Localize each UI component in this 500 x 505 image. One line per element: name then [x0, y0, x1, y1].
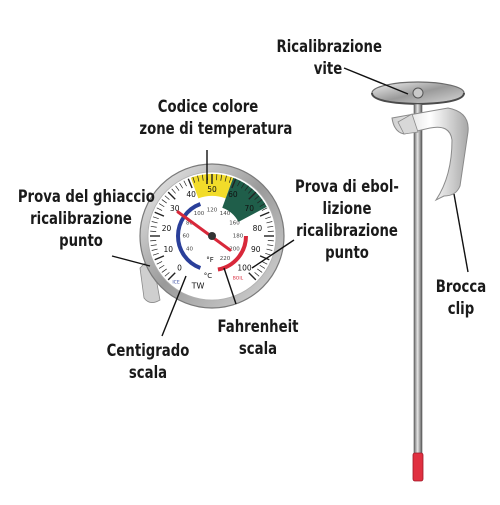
label-ice-test: Prova del ghiaccio ricalibrazione punto: [18, 186, 144, 252]
label-line: Codice colore: [139, 96, 276, 118]
celsius-tick-label: 70: [244, 204, 254, 213]
fahrenheit-tick-label: 40: [186, 247, 193, 253]
label-line: Ricalibrazione: [277, 36, 380, 58]
label-line: Fahrenheit: [210, 316, 307, 338]
probe-tip: [413, 453, 423, 481]
label-pot-clip: Brocca clip: [431, 276, 492, 320]
celsius-tick-label: 80: [253, 224, 263, 233]
label-line: zone di temperatura: [139, 118, 276, 140]
fahrenheit-tick-label: 120: [207, 208, 218, 214]
label-line: vite: [277, 58, 380, 80]
celsius-tick-label: 90: [251, 245, 261, 254]
label-line: punto: [289, 242, 406, 264]
fahrenheit-tick-label: 180: [233, 234, 244, 240]
probe-stem: [414, 104, 422, 456]
label-color-code-zones: Codice colore zone di temperatura: [139, 96, 276, 140]
label-line: lizione: [289, 198, 406, 220]
celsius-tick-label: 60: [228, 190, 238, 199]
unit-fahrenheit: °F: [206, 256, 214, 264]
label-fahrenheit-scale: Fahrenheit scala: [210, 316, 307, 360]
celsius-tick-label: 50: [207, 185, 217, 194]
leader-clip: [454, 194, 468, 272]
fahrenheit-tick-label: 60: [183, 234, 190, 240]
label-line: punto: [18, 230, 144, 252]
celsius-tick-label: 0: [177, 264, 182, 273]
boil-mark: BOIL: [233, 276, 244, 282]
label-line: clip: [431, 298, 492, 320]
fahrenheit-tick-label: 100: [194, 211, 205, 217]
fahrenheit-tick-label: 220: [220, 256, 231, 262]
label-line: Brocca: [431, 276, 492, 298]
label-boil-test: Prova di ebol- lizione ricalibrazione pu…: [289, 176, 406, 264]
label-line: ricalibrazione: [289, 220, 406, 242]
label-line: Prova del ghiaccio: [18, 186, 144, 208]
recalibration-screw: [413, 88, 423, 98]
label-line: ricalibrazione: [18, 208, 144, 230]
celsius-tick-label: 10: [163, 245, 173, 254]
label-line: Prova di ebol-: [289, 176, 406, 198]
label-line: Centigrado: [101, 340, 195, 362]
label-recalibration-screw: Ricalibrazione vite: [277, 36, 380, 80]
label-line: scala: [210, 338, 307, 360]
unit-celsius: °C: [204, 272, 213, 280]
fahrenheit-tick-label: 140: [220, 211, 231, 217]
brand-mark: TW: [191, 282, 205, 291]
label-line: scala: [101, 362, 195, 384]
front-dial: 0102030405060708090100406080100120140160…: [140, 164, 284, 308]
label-centigrade-scale: Centigrado scala: [101, 340, 195, 384]
fahrenheit-tick-label: 160: [229, 221, 240, 227]
needle-hub: [208, 232, 216, 240]
celsius-tick-label: 20: [162, 224, 172, 233]
celsius-tick-label: 40: [186, 190, 196, 199]
ice-mark: ICE: [172, 280, 179, 286]
celsius-tick-label: 100: [237, 264, 252, 273]
